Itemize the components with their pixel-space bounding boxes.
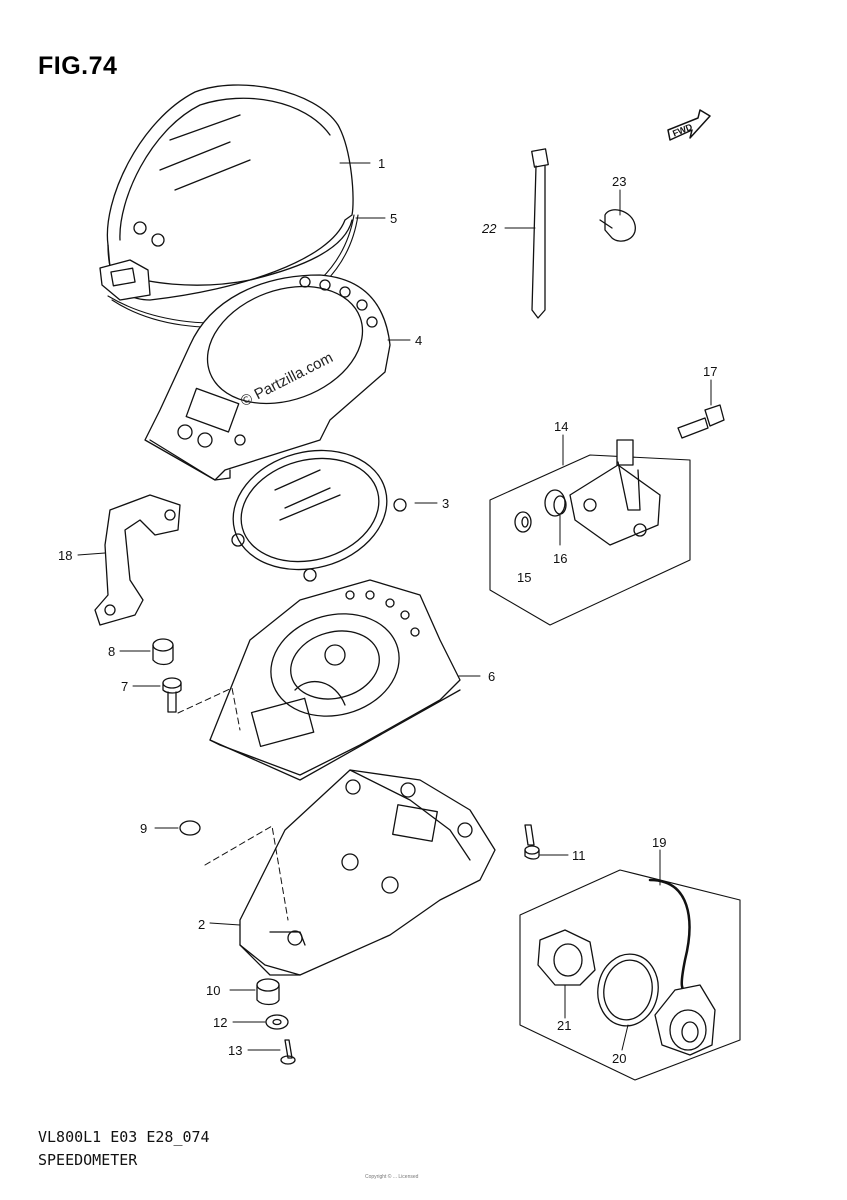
- callout-23: 23: [612, 174, 626, 189]
- callout-2: 2: [198, 917, 205, 932]
- part-6-meter: [209, 579, 461, 781]
- callout-21: 21: [557, 1018, 571, 1033]
- part-16-cushion: [544, 489, 567, 517]
- part-21-gear: [537, 929, 596, 986]
- callout-1: 1: [378, 156, 385, 171]
- callout-22: 22: [481, 221, 497, 236]
- part-3-lens: [231, 449, 407, 582]
- part-4-bracket: [144, 274, 391, 481]
- part-13-screw: [280, 1039, 296, 1065]
- part-11-screw: [524, 824, 540, 860]
- callout-13: 13: [228, 1043, 242, 1058]
- part-19-sensor-group: [519, 869, 741, 1081]
- part-9-cap: [179, 820, 201, 836]
- part-14-sensor-set: [489, 439, 691, 626]
- part-18-bracket: [94, 494, 181, 626]
- section-name: SPEEDOMETER: [38, 1151, 138, 1169]
- part-23-clamp: [599, 209, 636, 242]
- callout-14: 14: [554, 419, 568, 434]
- callout-labels: 1 5 4 3 6 18 8 7 9 2 10 12 13 11 22 23 1…: [58, 156, 717, 1066]
- leader-lines: [77, 162, 712, 1051]
- callout-10: 10: [206, 983, 220, 998]
- callout-8: 8: [108, 644, 115, 659]
- part-2-lower-case: [239, 769, 496, 976]
- callout-4: 4: [415, 333, 422, 348]
- callout-15: 15: [517, 570, 531, 585]
- callout-18: 18: [58, 548, 72, 563]
- part-20-o-ring: [597, 953, 659, 1027]
- footer-copyright: Copyright © ... Licensed: [365, 1174, 419, 1180]
- callout-17: 17: [703, 364, 717, 379]
- callout-5: 5: [390, 211, 397, 226]
- callout-6: 6: [488, 669, 495, 684]
- model-code: VL800L1 E03 E28_074: [38, 1128, 210, 1146]
- part-10-cushion: [256, 978, 280, 1006]
- callout-7: 7: [121, 679, 128, 694]
- callout-12: 12: [213, 1015, 227, 1030]
- callout-19: 19: [652, 835, 666, 850]
- callout-9: 9: [140, 821, 147, 836]
- callout-3: 3: [442, 496, 449, 511]
- callout-11: 11: [572, 848, 586, 863]
- part-15-nut: [514, 511, 532, 533]
- part-8-cushion: [152, 638, 174, 666]
- part-7-bolt: [162, 677, 182, 713]
- part-12-washer: [265, 1014, 289, 1030]
- fwd-arrow-icon: FWD: [667, 109, 711, 141]
- part-1-case: [99, 84, 354, 301]
- callout-20: 20: [612, 1051, 626, 1066]
- part-17-bolt: [677, 404, 725, 439]
- part-22-cable-tie: [531, 148, 549, 319]
- figure-title: FIG.74: [38, 52, 118, 80]
- callout-16: 16: [553, 551, 567, 566]
